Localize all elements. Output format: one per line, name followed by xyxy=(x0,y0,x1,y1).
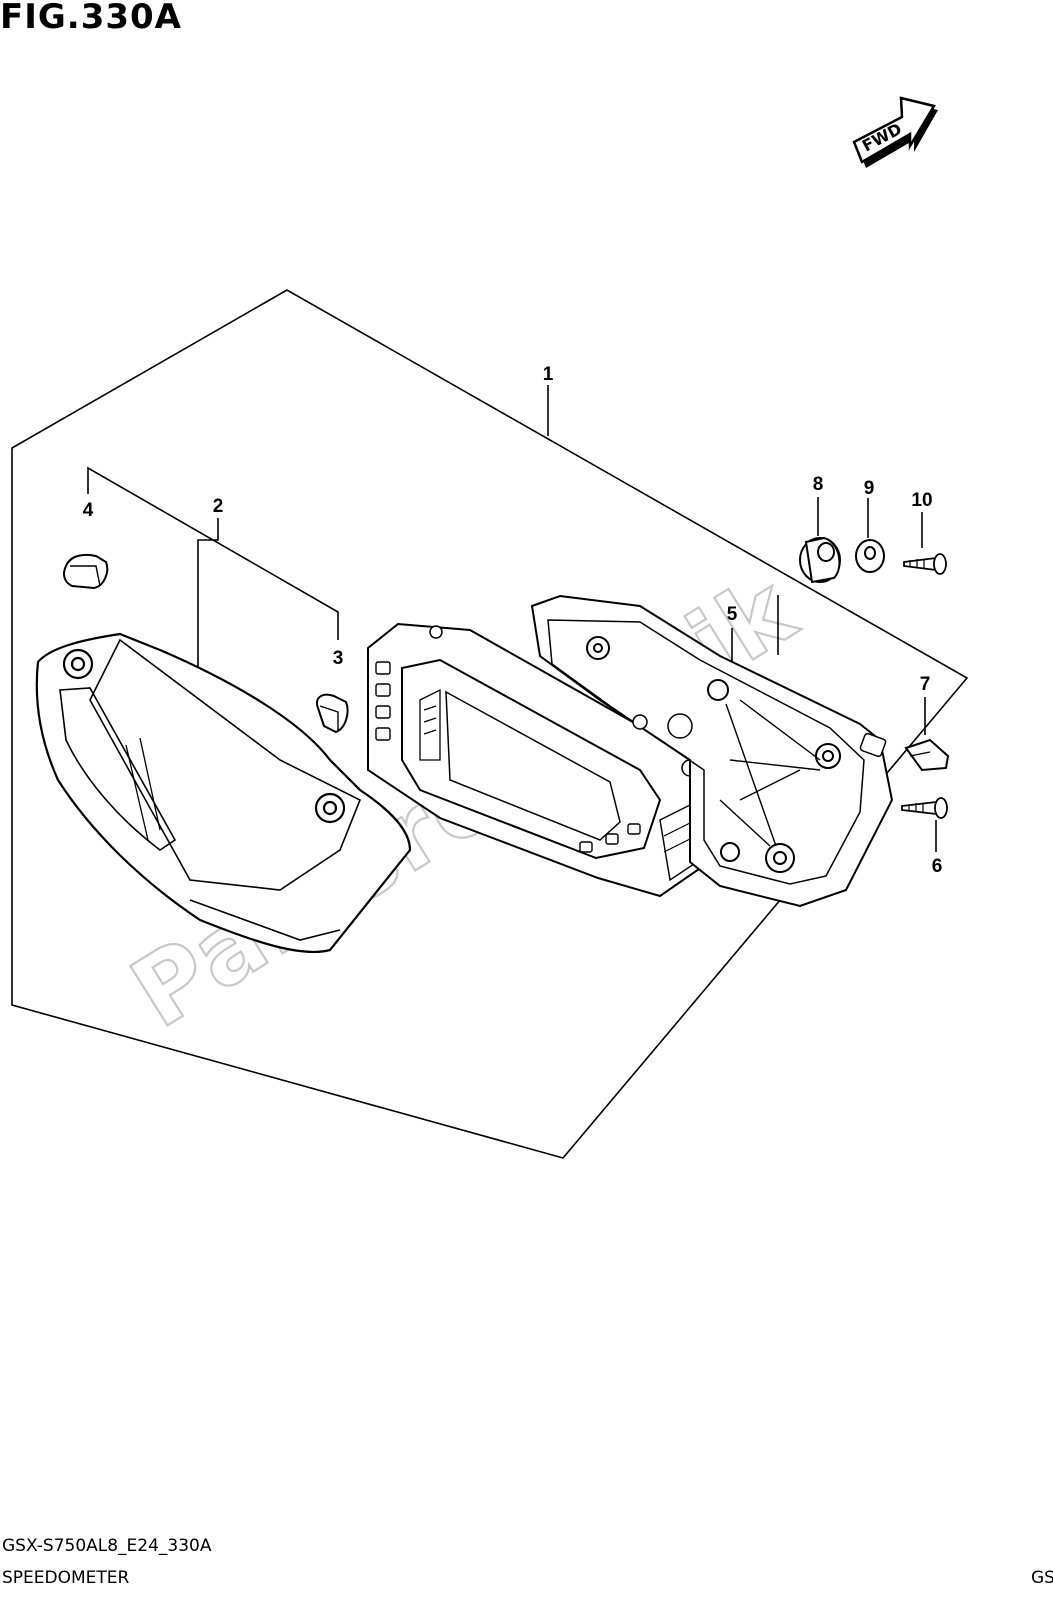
cap-part-3 xyxy=(316,693,349,734)
callout-3: 3 xyxy=(333,648,344,669)
cap-part-4 xyxy=(63,553,109,590)
rear-case-part-5 xyxy=(530,594,894,908)
callout-8: 8 xyxy=(813,474,824,495)
leader-lines xyxy=(87,385,937,852)
part-name: SPEEDOMETER xyxy=(2,1568,130,1588)
assembly-boundary-box xyxy=(11,289,969,1159)
callout-4: 4 xyxy=(83,500,94,521)
model-code: GSX-S750AL8_E24_330A xyxy=(2,1536,212,1556)
callout-9: 9 xyxy=(864,478,875,499)
screw-part-10 xyxy=(903,553,947,575)
screw-part-6 xyxy=(901,797,948,819)
callout-1: 1 xyxy=(543,364,554,385)
callout-5: 5 xyxy=(727,604,738,625)
speedometer-cover xyxy=(35,632,412,954)
callout-10: 10 xyxy=(911,490,932,511)
figure-title: FIG.330A xyxy=(0,0,182,37)
washer-part-9 xyxy=(855,539,885,573)
callout-2: 2 xyxy=(213,496,224,517)
clip-nut-part-7 xyxy=(904,738,950,772)
callout-6: 6 xyxy=(932,856,943,877)
corner-code: GS xyxy=(1031,1568,1053,1588)
grommet-part-8 xyxy=(799,536,841,584)
fwd-arrow-icon: FWD xyxy=(852,96,938,168)
callout-labels: 1 2 3 4 5 6 7 8 9 10 xyxy=(83,364,943,877)
callout-7: 7 xyxy=(920,674,931,695)
